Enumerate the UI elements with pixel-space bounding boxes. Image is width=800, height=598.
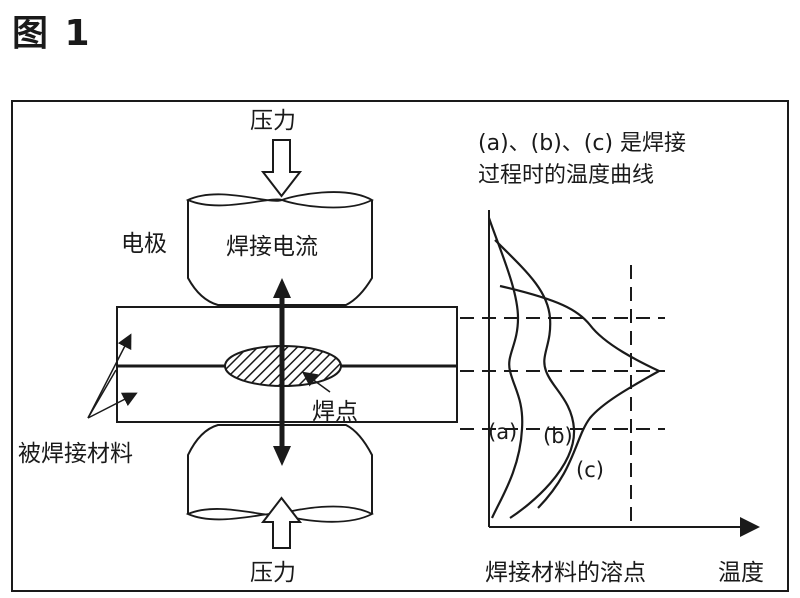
melting-point-label: 焊接材料的溶点 — [485, 560, 646, 586]
material-leader-1 — [87, 333, 132, 419]
curve-caption: (a)、(b)、(c) 是焊接 过程时的温度曲线 — [478, 128, 686, 192]
welding-current-label: 焊接电流 — [226, 234, 318, 260]
workpiece-material-label: 被焊接材料 — [18, 441, 133, 467]
upper-electrode-face — [185, 191, 374, 209]
curve-b-label: (b) — [543, 424, 573, 448]
figure-frame — [11, 100, 789, 592]
temperature-axis-label: 温度 — [718, 560, 764, 586]
nugget-leader — [301, 371, 331, 393]
curve-c-label: (c) — [576, 458, 604, 482]
caption-line-1: (a)、(b)、(c) 是焊接 — [478, 131, 687, 156]
pressure-arrow-bottom — [260, 496, 303, 549]
pressure-arrow-top — [260, 139, 303, 198]
electrode-label: 电极 — [121, 231, 167, 257]
material-leader-2 — [87, 392, 138, 419]
weld-nugget-label: 焊点 — [312, 399, 358, 425]
figure-label: 图 1 — [12, 13, 92, 54]
pressure-label-top: 压力 — [250, 108, 296, 134]
temp-curve-c — [499, 284, 662, 509]
caption-line-2: 过程时的温度曲线 — [478, 163, 655, 188]
material-leader-3 — [87, 369, 117, 419]
temp-curve-a — [487, 217, 524, 519]
pressure-label-bottom: 压力 — [250, 560, 296, 586]
current-arrowhead-up — [273, 278, 291, 298]
curve-a-label: (a) — [488, 420, 518, 444]
temp-curve-b — [494, 239, 576, 519]
current-arrowhead-down — [273, 446, 291, 466]
